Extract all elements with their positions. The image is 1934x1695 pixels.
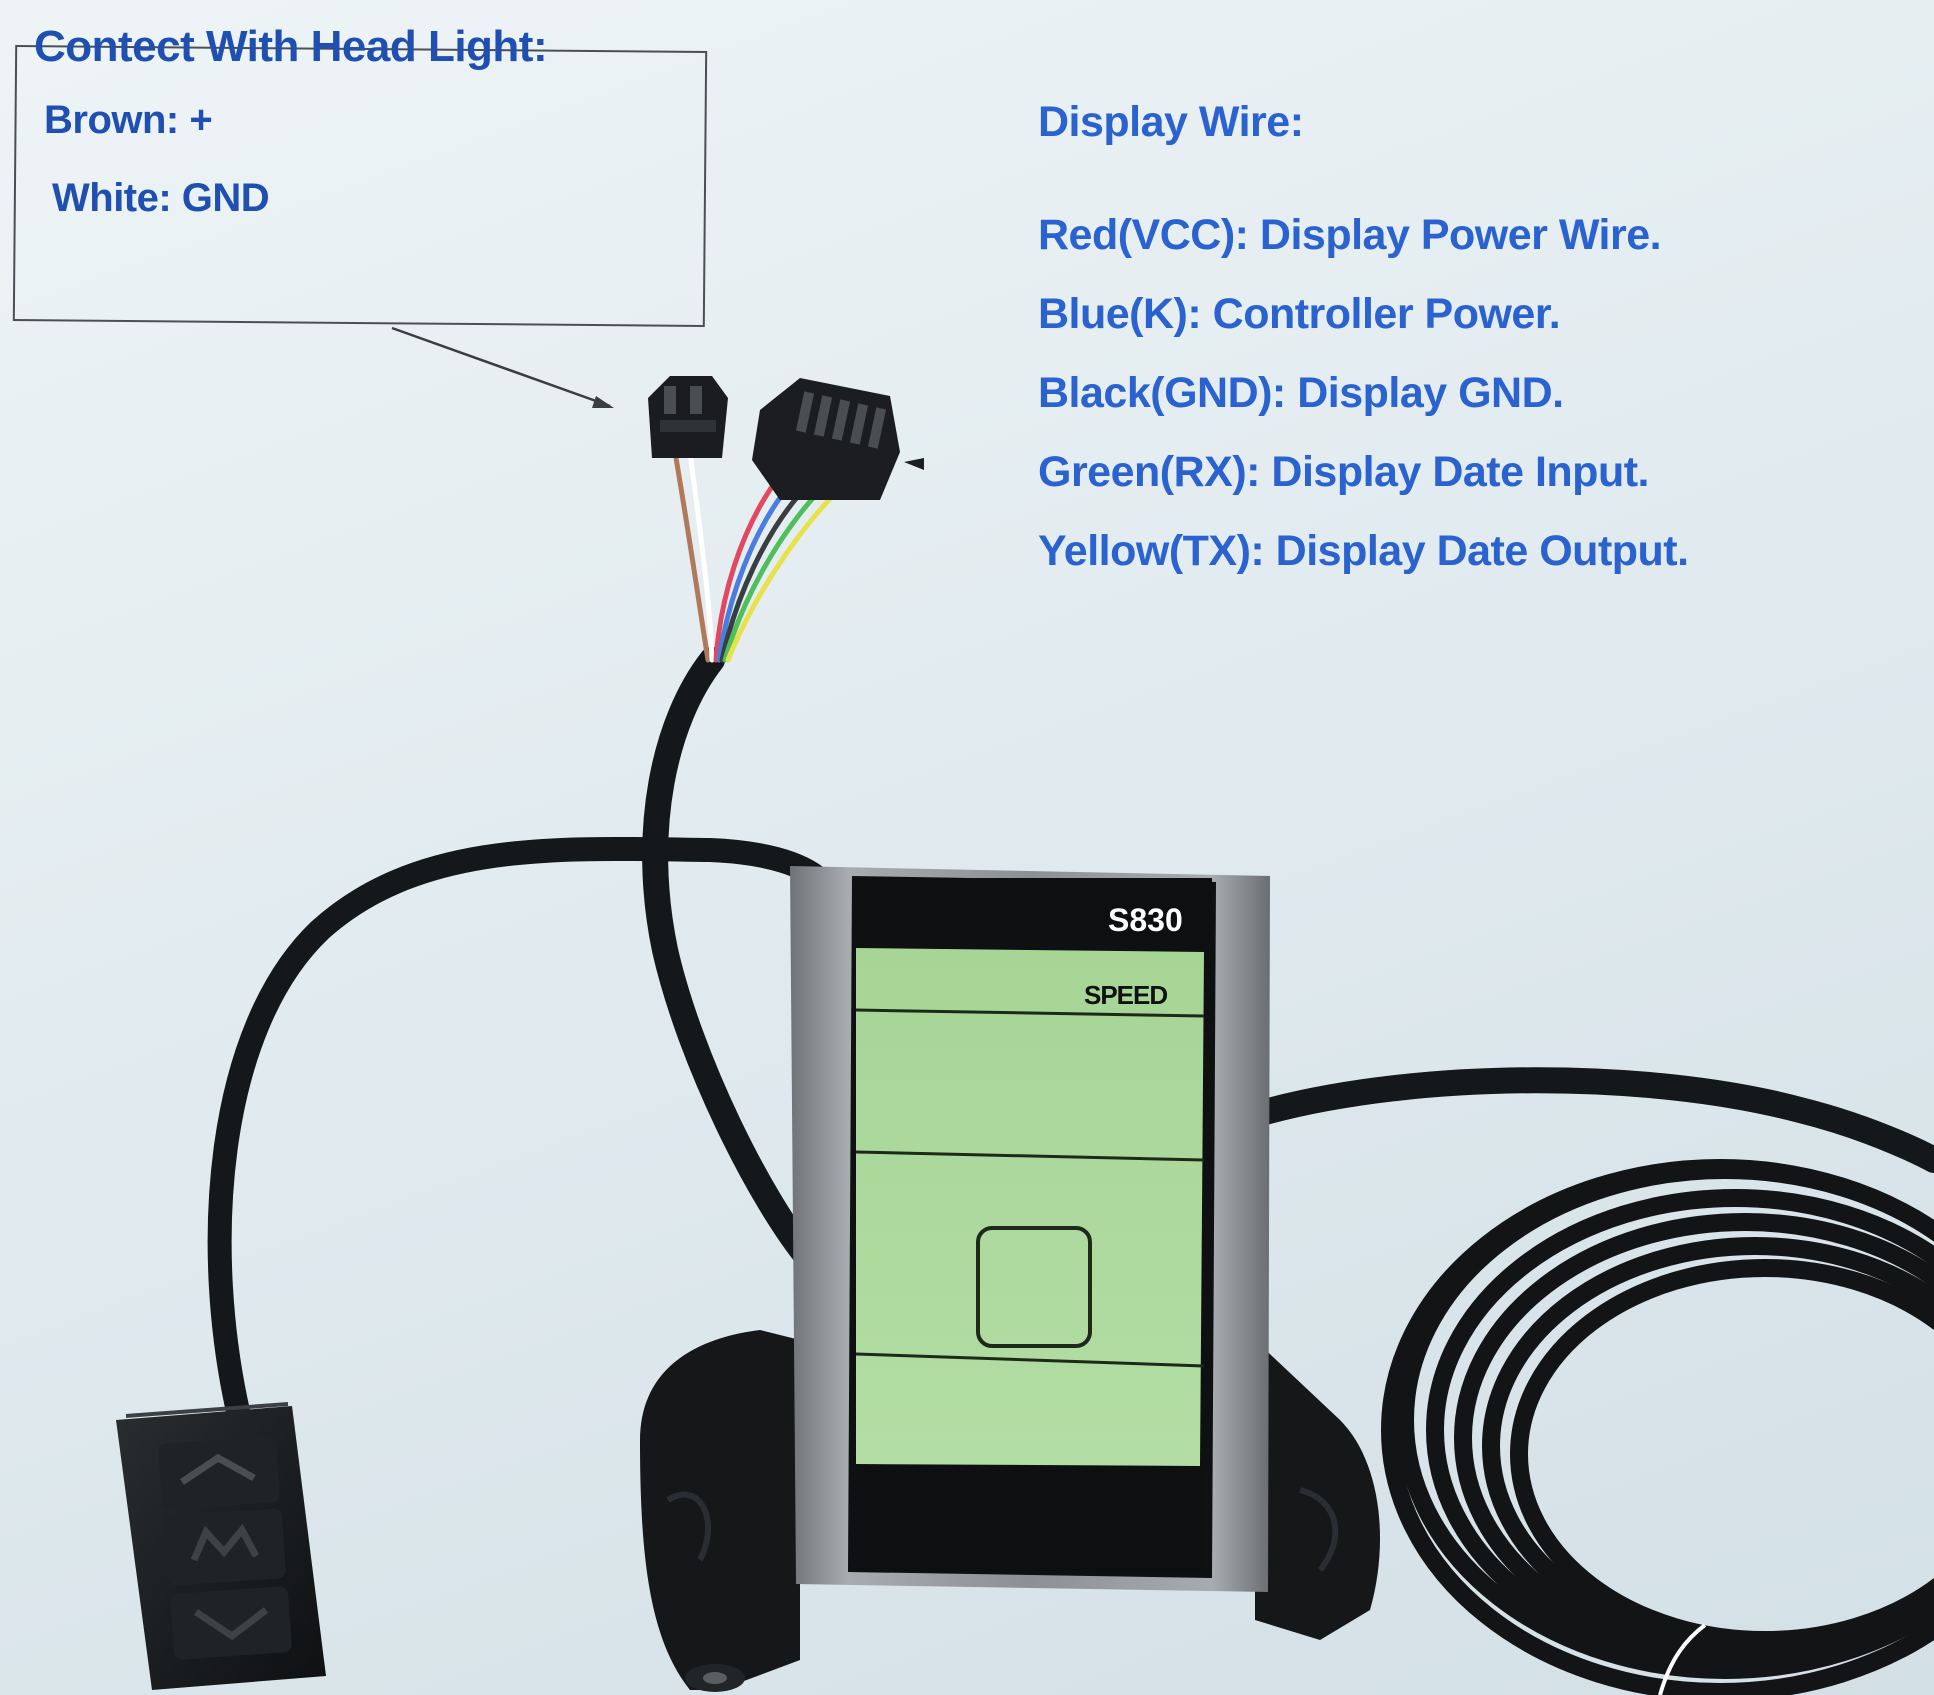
display-connector [752, 378, 924, 500]
m-button-icon [164, 1508, 286, 1586]
handlebar-clamp-left [640, 1330, 800, 1692]
brown-wire-label: Brown: + [44, 98, 213, 142]
wire-bundle [672, 449, 841, 663]
button-pad [116, 1402, 326, 1690]
cable-harness [642, 647, 823, 1273]
display-mode-label: SPEED [1084, 980, 1168, 1010]
arrow-down-icon [170, 1586, 292, 1660]
headlight-connector [648, 376, 728, 458]
display-model-label: S830 [1108, 902, 1183, 938]
lcd-digit-segment [976, 1226, 1092, 1348]
black-wire-label: Black(GND): Display GND. [1038, 369, 1564, 417]
white-wire-label: White: GND [52, 176, 270, 220]
arrow-up-icon [158, 1436, 280, 1510]
cable-coil [1381, 1159, 1934, 1695]
handlebar-clamp-right [1255, 1340, 1380, 1640]
lcd-screen [856, 948, 1204, 1466]
cable-right [1252, 1067, 1934, 1173]
cable-left-loop [207, 836, 832, 1432]
blue-wire-label: Blue(K): Controller Power. [1038, 290, 1561, 338]
green-wire-label: Green(RX): Display Date Input. [1038, 448, 1649, 496]
display-wire-heading: Display Wire: [1038, 98, 1304, 146]
display-wire-list: Red(VCC): Display Power Wire. Blue(K): C… [1038, 196, 1689, 591]
yellow-wire-label: Yellow(TX): Display Date Output. [1038, 527, 1689, 575]
red-wire-label: Red(VCC): Display Power Wire. [1038, 211, 1662, 259]
callout-arrow [391, 326, 614, 408]
headlight-callout-title: Contect With Head Light: [34, 22, 548, 71]
display-unit [790, 866, 1270, 1592]
